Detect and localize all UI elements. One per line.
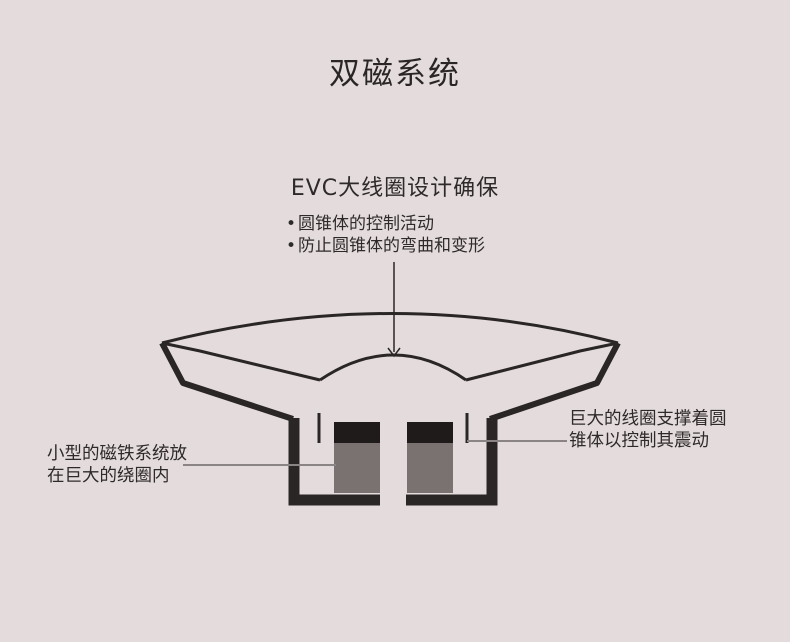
benefit-item: •防止圆锥体的弯曲和变形: [286, 235, 485, 257]
cone-right-lip: [465, 341, 619, 382]
label-line: 锥体以控制其震动: [569, 431, 709, 451]
cone-surround-arc: [161, 312, 619, 345]
coil-support-label: 巨大的线圈支撑着圆 锥体以控制其震动: [569, 408, 727, 452]
pole-cap-left: [334, 422, 380, 443]
magnet-system-label: 小型的磁铁系统放 在巨大的绕圈内: [47, 443, 187, 487]
frame-right: [406, 418, 498, 506]
page-title: 双磁系统: [329, 56, 461, 92]
magnet-right: [407, 443, 453, 493]
bullet-icon: •: [286, 214, 297, 234]
frame-left: [288, 418, 380, 506]
benefit-item: •圆锥体的控制活动: [286, 213, 485, 235]
cone-left-wall: [159, 341, 294, 422]
label-line: 小型的磁铁系统放: [47, 444, 187, 464]
benefit-list: •圆锥体的控制活动 •防止圆锥体的弯曲和变形: [286, 213, 485, 257]
cone-left-lip: [161, 341, 321, 382]
pole-cap-right: [407, 422, 453, 443]
dust-cap-dome: [319, 353, 467, 382]
magnet-left: [334, 443, 380, 493]
bullet-icon: •: [286, 236, 297, 256]
cone-right-wall: [489, 341, 621, 422]
label-line: 巨大的线圈支撑着圆: [569, 409, 727, 429]
evc-coil-heading: EVC大线圈设计确保: [290, 176, 500, 201]
label-line: 在巨大的绕圈内: [47, 466, 170, 486]
benefit-text: 防止圆锥体的弯曲和变形: [298, 236, 485, 256]
benefit-text: 圆锥体的控制活动: [298, 214, 434, 234]
